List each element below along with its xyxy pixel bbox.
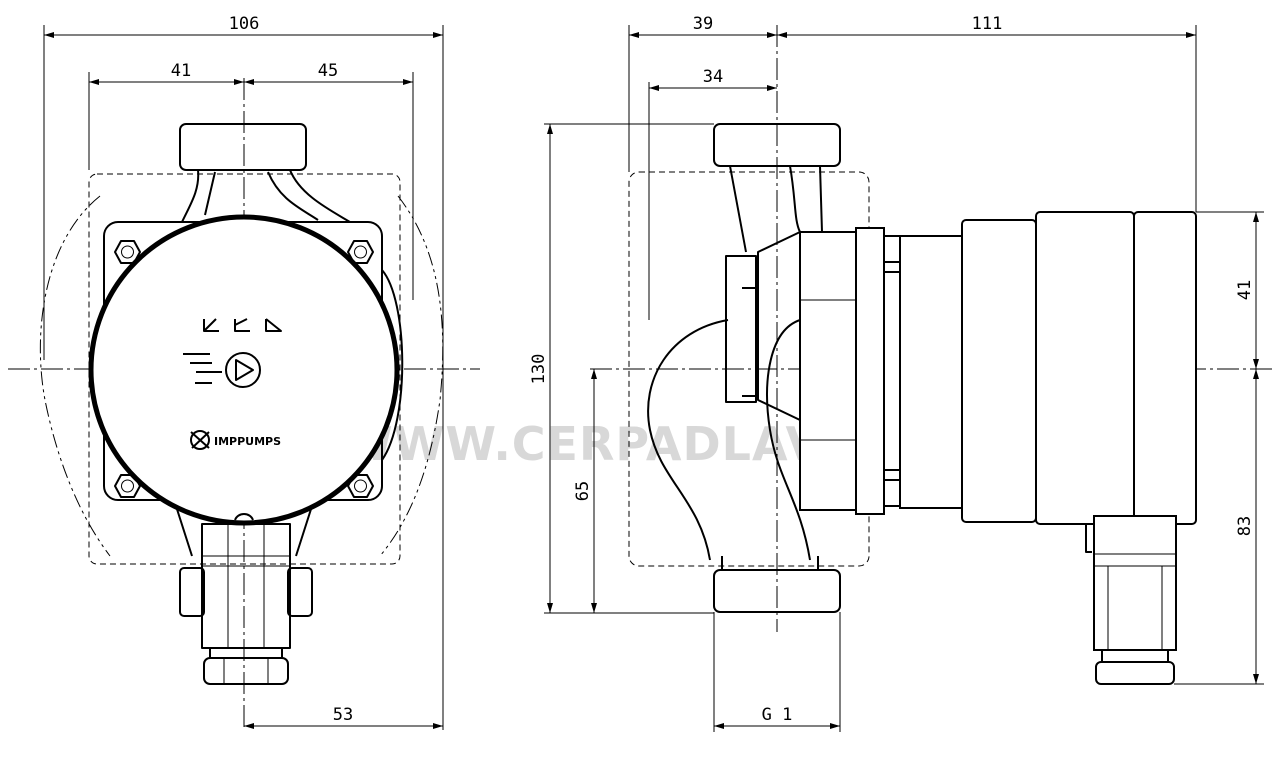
dim-side-center-bottom: 65	[573, 481, 593, 501]
side-gland-clip	[1085, 524, 1092, 553]
side-housing-ring	[855, 227, 885, 515]
dim-side-left-offset: 39	[693, 14, 713, 34]
brand-label: IMPPUMPS	[214, 435, 281, 448]
side-inner-plate	[725, 255, 757, 403]
front-neck-inner	[204, 171, 319, 221]
front-right-bulge	[381, 269, 404, 461]
side-gland-body	[1093, 515, 1177, 651]
dim-side-total-height: 130	[529, 354, 549, 385]
side-volute-inner	[766, 319, 811, 561]
front-motor-circle	[88, 214, 400, 526]
front-bottom-neck	[175, 505, 313, 557]
side-volute-outer	[647, 319, 729, 561]
dim-side-motor-length: 111	[972, 14, 1003, 34]
side-inner-step	[742, 287, 757, 397]
side-housing-taper	[757, 231, 801, 421]
dim-front-width: 106	[229, 14, 260, 34]
side-view: 39 111 34 130 65 41 83 G 1	[529, 14, 1275, 732]
side-housing-main	[799, 231, 857, 511]
front-circle-notch	[234, 513, 254, 521]
front-bolt-bottom-left	[114, 474, 141, 498]
front-bottom-nut-left	[179, 567, 205, 617]
dim-front-left: 41	[171, 61, 191, 81]
front-bottom-nut-right	[287, 567, 313, 617]
play-arrow-icon	[183, 352, 261, 388]
front-left-contour	[39, 195, 111, 557]
front-cable-gland-body	[201, 523, 291, 649]
side-tab-bottom	[883, 469, 901, 481]
side-motor-body	[1035, 211, 1135, 525]
speed-selector-icon	[203, 318, 282, 332]
side-housing-collar	[883, 235, 901, 507]
brand-logo-icon	[190, 430, 210, 450]
dim-thread-size: G 1	[762, 705, 793, 725]
front-view: IMPPUMPS 106 41 45 53	[8, 14, 480, 730]
side-bottom-flange	[713, 569, 841, 613]
front-neck	[181, 169, 351, 223]
dim-side-inner-offset: 34	[703, 67, 723, 87]
dim-side-lower-motor: 83	[1235, 516, 1255, 536]
front-bolt-top-left	[114, 240, 141, 264]
side-motor-end	[1133, 211, 1197, 525]
side-top-flange	[713, 123, 841, 167]
dim-front-right: 45	[318, 61, 338, 81]
side-neck	[729, 165, 823, 253]
front-envelope-outline	[88, 173, 401, 565]
side-gland-ring	[1101, 649, 1169, 663]
front-gland-cap	[203, 657, 289, 685]
side-gland-cap	[1095, 661, 1175, 685]
side-motor-neck	[899, 235, 963, 509]
side-motor-step	[961, 219, 1037, 523]
front-top-flange	[179, 123, 307, 171]
front-gland-ring	[209, 647, 283, 659]
side-tab-top	[883, 261, 901, 273]
dim-front-bottom: 53	[333, 705, 353, 725]
dim-side-upper-motor: 41	[1235, 280, 1255, 300]
